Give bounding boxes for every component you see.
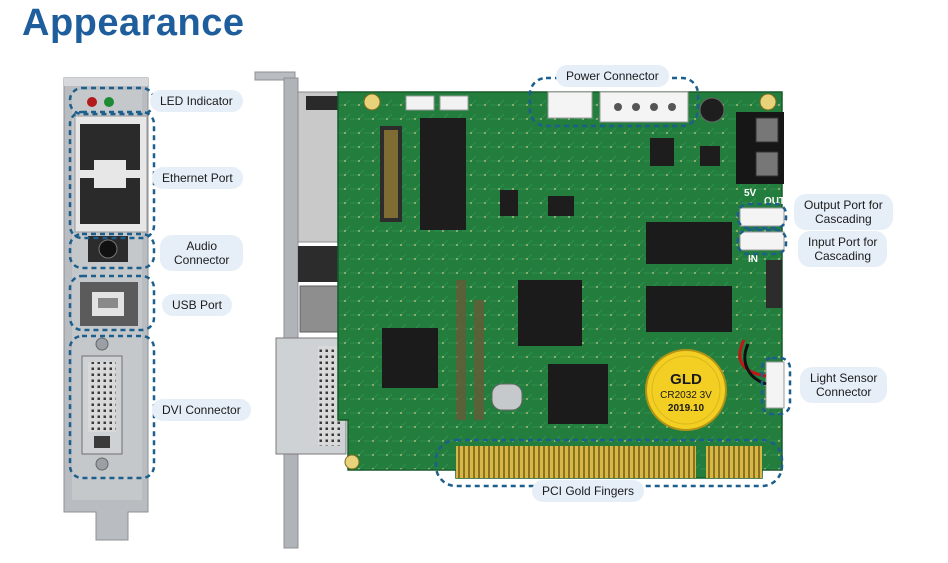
power-connector: [547, 91, 689, 123]
callout-led: [68, 86, 156, 116]
board-components: [380, 95, 782, 424]
card-bracket-side: [254, 71, 351, 549]
callout-input: [736, 228, 788, 256]
label-output-port-line1: Output Port for: [804, 198, 883, 212]
label-input-port-line1: Input Port for: [808, 235, 878, 249]
label-led-indicator: LED Indicator: [150, 90, 243, 112]
label-pci-gold-fingers: PCI Gold Fingers: [532, 480, 645, 502]
callout-audio: [68, 232, 156, 270]
label-ethernet-port-text: Ethernet Port: [162, 171, 233, 185]
label-input-port: Input Port for Cascading: [798, 231, 888, 267]
label-light-sensor: Light Sensor Connector: [800, 367, 888, 403]
callout-pci: [434, 438, 784, 488]
usb-port-front: [80, 282, 138, 326]
battery-model: CR2032 3V: [660, 390, 712, 401]
page-title: Appearance: [22, 2, 245, 44]
label-output-port-line2: Cascading: [815, 212, 872, 226]
label-input-port-line2: Cascading: [814, 249, 872, 263]
callout-output: [736, 202, 788, 230]
callout-light-sensor: [760, 356, 792, 416]
battery-brand: GLD: [670, 371, 702, 388]
label-ethernet-port: Ethernet Port: [152, 167, 243, 189]
label-usb-port-text: USB Port: [172, 298, 223, 312]
label-audio-connector-line2: Connector: [174, 253, 230, 267]
label-power-connector: Power Connector: [556, 65, 669, 87]
label-led-indicator-text: LED Indicator: [160, 94, 233, 108]
screw-terminal: 5V: [736, 112, 784, 199]
label-dvi-connector-text: DVI Connector: [162, 403, 241, 417]
label-light-sensor-line1: Light Sensor: [810, 371, 878, 385]
cascade-ports: OUT IN: [739, 196, 785, 265]
in-mark: IN: [748, 254, 758, 265]
label-dvi-connector: DVI Connector: [152, 399, 251, 421]
ethernet-ports-front: [74, 115, 148, 233]
label-audio-connector: Audio Connector: [160, 235, 244, 271]
battery-date: 2019.10: [668, 403, 705, 414]
power-mark: 5V: [744, 188, 757, 199]
out-mark: OUT: [764, 196, 785, 207]
pci-gold-fingers: [456, 446, 762, 478]
label-light-sensor-line2: Connector: [816, 385, 872, 399]
label-usb-port: USB Port: [162, 294, 233, 316]
label-audio-connector-line1: Audio: [186, 239, 218, 253]
coin-battery: GLD CR2032 3V 2019.10: [645, 349, 727, 431]
dvi-port-front: [81, 337, 123, 471]
label-pci-gold-fingers-text: PCI Gold Fingers: [542, 484, 635, 498]
led-indicator-pair: [87, 97, 114, 107]
label-output-port: Output Port for Cascading: [794, 194, 893, 230]
callout-usb: [68, 274, 156, 332]
label-power-connector-text: Power Connector: [566, 69, 659, 83]
audio-jack-front: [88, 236, 128, 262]
